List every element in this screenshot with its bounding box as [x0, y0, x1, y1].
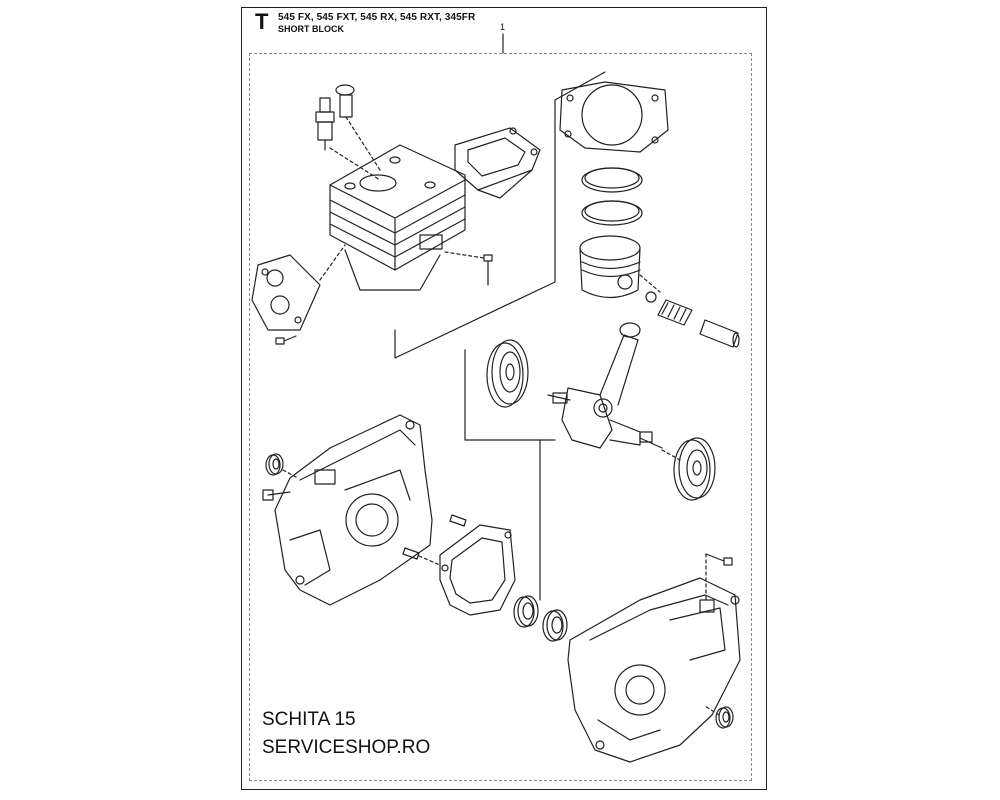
decompression-valve-icon	[335, 84, 381, 171]
guide-pin-lower-icon	[402, 547, 441, 566]
exhaust-gasket-icon	[454, 127, 541, 199]
intake-flange-icon	[251, 244, 346, 331]
cylinder-group-bracket	[394, 71, 606, 359]
main-bearing-right-icon	[542, 609, 568, 642]
crankcase-right-icon	[567, 577, 741, 763]
crankcase-screw-icon	[705, 553, 733, 601]
flange-screw-icon	[275, 335, 297, 345]
needle-bearing-icon	[657, 299, 693, 326]
circlip-icon	[645, 291, 657, 303]
oil-seal-left-icon	[265, 453, 299, 479]
sketch-number-caption: SCHITA 15	[262, 709, 356, 730]
section-letter: T	[255, 9, 269, 34]
piston-pin-icon	[699, 319, 740, 348]
crankcase-gasket-icon	[439, 524, 516, 616]
part-callout-number: 1	[500, 22, 506, 32]
cylinder-gasket-icon	[559, 81, 669, 153]
main-bearing-left-icon	[513, 595, 539, 628]
crankcase-left-icon	[262, 414, 433, 606]
crank-group-bracket	[464, 349, 556, 441]
crank-counterweight-right-icon	[661, 437, 716, 501]
shop-name-caption: SERVICESHOP.RO	[262, 737, 431, 758]
assembly-title: SHORT BLOCK	[278, 24, 344, 34]
crankshaft-icon	[547, 322, 663, 449]
model-list: 545 FX, 545 FXT, 545 RX, 545 RXT, 345FR	[278, 12, 476, 23]
piston-icon	[579, 235, 661, 299]
spark-plug-icon	[315, 97, 381, 181]
drawing-sheet-border	[241, 7, 767, 790]
guide-pin-upper-icon	[449, 514, 467, 527]
cylinder-icon	[329, 144, 466, 291]
cylinder-screw-icon	[444, 251, 493, 286]
crank-counterweight-left-icon	[486, 339, 529, 408]
oil-seal-right-icon	[704, 705, 734, 729]
assembly-frame	[249, 53, 752, 781]
